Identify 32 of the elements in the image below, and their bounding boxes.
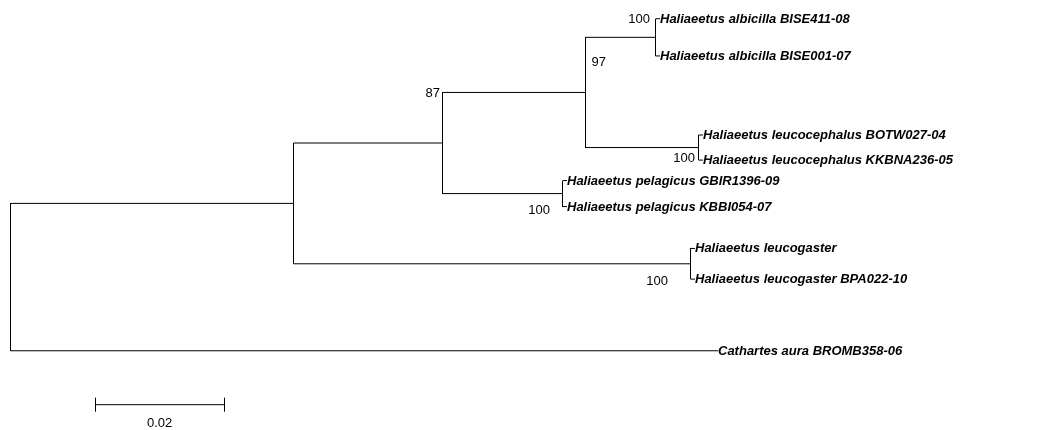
taxon-label: Cathartes aura BROMB358-06 — [718, 342, 903, 359]
tree-branch — [442, 91, 586, 93]
bootstrap-value: 100 — [528, 202, 550, 219]
tree-branch — [442, 193, 563, 195]
bootstrap-value: 97 — [591, 53, 606, 70]
tree-branch — [655, 18, 661, 20]
bootstrap-value: 100 — [628, 10, 650, 27]
taxon-label: Haliaeetus albicilla BISE001-07 — [660, 47, 851, 64]
tree-branch — [655, 55, 661, 57]
tree-branch — [585, 147, 699, 149]
tree-branch — [585, 36, 656, 38]
tree-branch — [562, 180, 568, 182]
scale-label: 0.02 — [147, 414, 173, 430]
taxon-label: Haliaeetus pelagicus KBBI054-07 — [567, 198, 772, 215]
taxon-label: Haliaeetus leucocephalus BOTW027-04 — [703, 127, 946, 143]
tree-branch — [698, 134, 704, 136]
taxon-label: Haliaeetus leucogaster BPA022-10 — [695, 271, 908, 288]
taxon-label: Haliaeetus leucocephalus KKBNA236-05 — [703, 152, 953, 169]
taxon-label: Haliaeetus albicilla BISE411-08 — [660, 10, 850, 27]
tree-branch — [10, 202, 294, 204]
bootstrap-value: 87 — [425, 85, 440, 102]
bootstrap-value: 100 — [673, 150, 695, 167]
tree-branch — [690, 247, 696, 249]
tree-branch — [562, 206, 568, 208]
bootstrap-value: 100 — [646, 273, 668, 289]
tree-branch — [690, 278, 696, 280]
taxon-label: Haliaeetus pelagicus GBIR1396-09 — [567, 172, 780, 189]
tree-branch — [293, 263, 691, 265]
tree-branch — [293, 142, 443, 144]
taxon-label: Haliaeetus leucogaster — [695, 240, 837, 257]
tree-branch — [10, 350, 719, 352]
tree-branch — [698, 159, 704, 161]
